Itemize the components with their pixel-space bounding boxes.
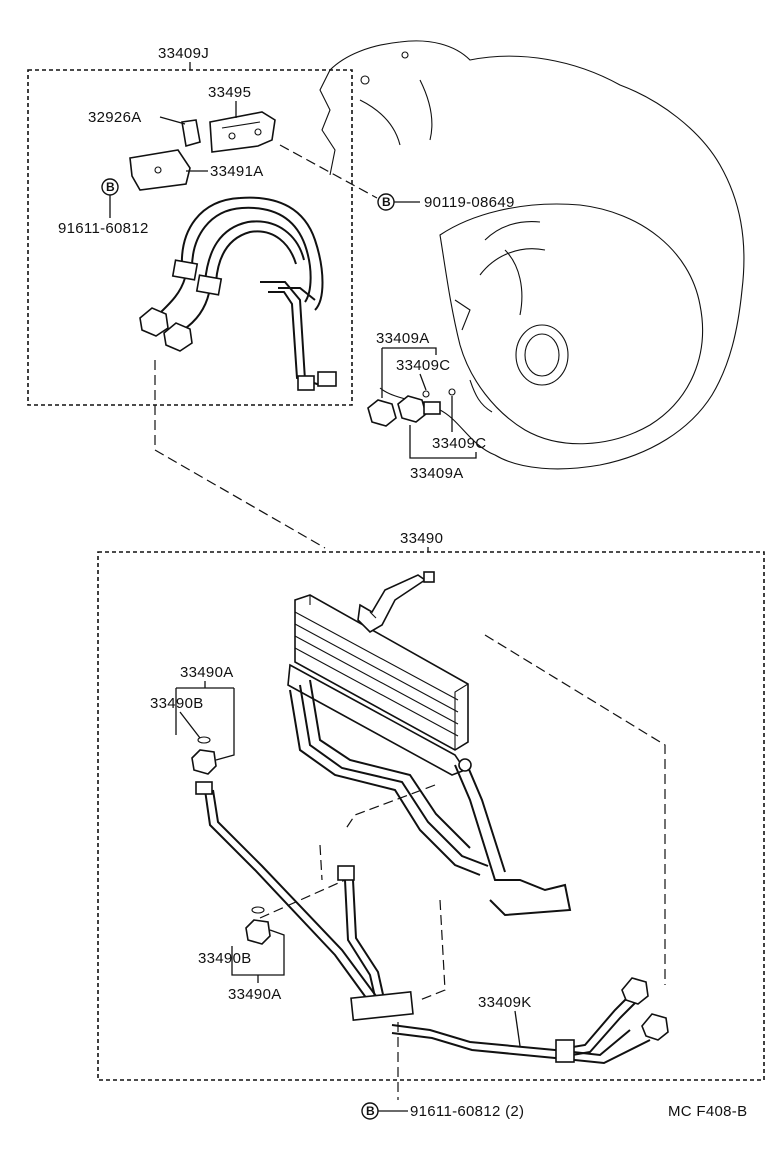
- label-33490B-lower: 33490B: [198, 950, 252, 967]
- bolt-90119: B: [279, 144, 420, 211]
- fitting-33490A-upper: [191, 736, 217, 795]
- label-33409J: 33409J: [158, 45, 209, 62]
- label-33409C-bottom: 33409C: [432, 435, 486, 452]
- svg-text:B: B: [382, 195, 391, 209]
- label-33490A-lower: 33490A: [228, 986, 282, 1003]
- sleeve-32926A: [181, 119, 201, 148]
- label-33409A-bottom: 33409A: [410, 465, 464, 482]
- label-91611-60812-lower: 91611-60812 (2): [410, 1103, 524, 1120]
- label-33490A-upper: 33490A: [180, 664, 234, 681]
- oil-cooler-tubes: [204, 679, 669, 1065]
- kit-boundary-cooler: [97, 551, 765, 1081]
- label-33495: 33495: [208, 84, 251, 101]
- label-33491A: 33491A: [210, 163, 264, 180]
- union-fittings-33409A: [367, 388, 456, 427]
- label-33490: 33490: [400, 530, 443, 547]
- svg-text:B: B: [106, 180, 115, 194]
- label-33409C-top: 33409C: [396, 357, 450, 374]
- figure-code: MC F408-B: [668, 1103, 747, 1120]
- bracket-33495: [209, 111, 276, 153]
- oil-cooler-core: [287, 571, 469, 776]
- bolt-91611-lower: B: [361, 1022, 408, 1120]
- reference-lines-cooler: [484, 634, 666, 985]
- cooler-mount-bracket: [454, 758, 572, 917]
- label-33490B-upper: 33490B: [150, 695, 204, 712]
- bolt-91611-upper: B: [101, 178, 119, 218]
- svg-text:B: B: [366, 1104, 375, 1118]
- label-91611-60812-upper: 91611-60812: [58, 220, 149, 237]
- label-33409K: 33409K: [478, 994, 532, 1011]
- label-32926A: 32926A: [88, 109, 142, 126]
- clamp-33491A: [129, 149, 191, 191]
- transmission-housing: [319, 40, 745, 470]
- oil-cooler-hoses-upper: [139, 196, 337, 391]
- fitting-33490A-lower: [245, 865, 355, 945]
- label-90119-08649: 90119-08649: [424, 194, 515, 211]
- label-33409A-top: 33409A: [376, 330, 430, 347]
